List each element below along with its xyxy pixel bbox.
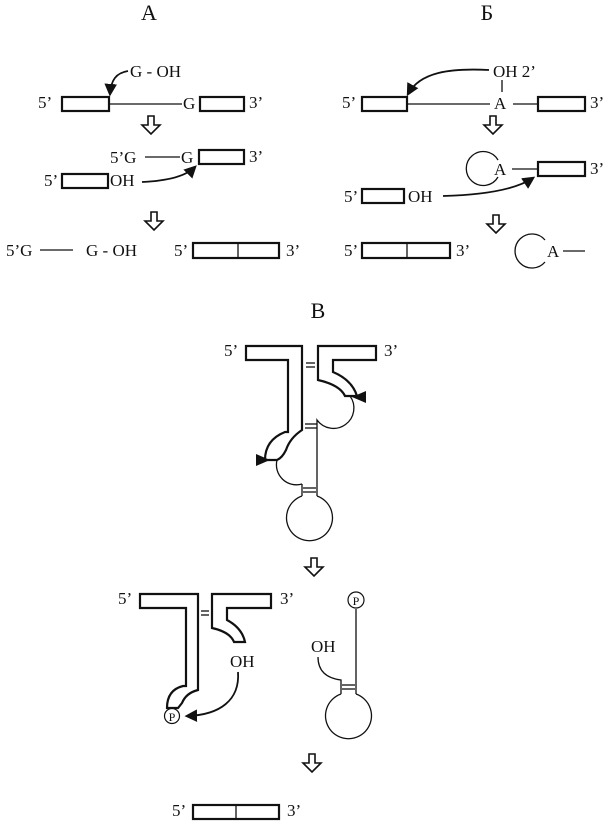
exon-1 [60, 172, 110, 190]
exon-2 [536, 95, 587, 113]
right-exon-strand [210, 592, 273, 644]
panel-b: Б 5’ A 3’ OH 2’ A 3’ 5’ OH [342, 0, 604, 269]
down-arrow-icon [482, 115, 504, 136]
intermediate-g-label: G [181, 148, 193, 167]
ligation-arrow [141, 165, 197, 183]
down-arrow-icon [485, 214, 507, 235]
three-prime-label: 3’ [249, 147, 263, 166]
exon-2 [536, 160, 587, 178]
down-arrow-icon [303, 557, 325, 578]
intron-bulge-upper [316, 395, 355, 440]
phosphate-icon [347, 591, 365, 609]
left-exon-strand [244, 344, 304, 462]
ligated-exons [360, 241, 452, 260]
phosphate-icon [163, 707, 181, 725]
three-prime-label: 3’ [287, 801, 301, 820]
three-prime-label: 3’ [590, 159, 604, 178]
intron-oh-label: OH [311, 637, 336, 656]
attack-arrow [104, 70, 129, 97]
lariat-loop [465, 150, 499, 187]
splice-site-marker-icon [352, 391, 366, 403]
three-prime-label: 3’ [280, 589, 294, 608]
down-arrow-icon [140, 115, 162, 136]
terminal-loop [285, 495, 334, 542]
lariat-a-label: A [547, 242, 560, 261]
intron-5g-label: 5’G [6, 241, 32, 260]
oh-label: OH [110, 171, 135, 190]
exon-1 [60, 95, 111, 113]
intron-g-oh-label: G - OH [86, 241, 137, 260]
ligation-arrow [442, 176, 536, 197]
intron-oh-strand [317, 656, 342, 694]
panel-a-step1: 5’ G 3’ G - OH [38, 62, 263, 113]
panel-a-step3: 5’G G - OH 5’ 3’ [6, 241, 300, 260]
exon-1 [360, 95, 409, 113]
panel-b-step1: 5’ A 3’ OH 2’ [342, 62, 604, 113]
three-prime-label: 3’ [384, 341, 398, 360]
panel-b-step2: A 3’ 5’ OH [344, 150, 604, 206]
oh-label: OH [408, 187, 433, 206]
five-prime-label: 5’ [174, 241, 188, 260]
five-prime-label: 5’ [344, 241, 358, 260]
five-prime-label: 5’ [224, 341, 238, 360]
panel-c-title: В [311, 298, 326, 323]
attack-arrow [406, 68, 490, 97]
panel-b-step3: 5’ 3’ A [344, 233, 585, 269]
panel-b-title: Б [481, 0, 494, 25]
g-base-label: G [183, 94, 195, 113]
ligated-exons [191, 241, 281, 260]
exon-2 [198, 95, 246, 113]
down-arrow-icon [301, 753, 323, 774]
three-prime-label: 3’ [456, 241, 470, 260]
three-prime-label: 3’ [249, 93, 263, 112]
intermediate-5g-label: 5’G [110, 148, 136, 167]
right-exon-strand [316, 344, 378, 398]
panel-a: А 5’ G 3’ G - OH 5’G G 3’ 5’ OH [6, 0, 300, 260]
panel-c-step1: 5’ 3’ [224, 341, 398, 542]
panel-a-step2: 5’G G 3’ 5’ OH [44, 147, 263, 190]
intron-bulge-lower [275, 459, 303, 486]
branch-a-label: A [494, 94, 507, 113]
oh-label: OH [230, 652, 255, 671]
phosphate-label: P [169, 710, 176, 724]
five-prime-label: 5’ [172, 801, 186, 820]
g-oh-nucleophile: G - OH [130, 62, 181, 81]
excised-lariat-loop [514, 233, 546, 269]
exon-2 [197, 148, 246, 166]
panel-c-step3: 5’ 3’ [172, 801, 301, 821]
five-prime-label: 5’ [342, 93, 356, 112]
left-exon-strand [138, 592, 200, 710]
oh-2prime-nucleophile: OH 2’ [493, 62, 536, 81]
five-prime-label: 5’ [38, 93, 52, 112]
five-prime-label: 5’ [344, 187, 358, 206]
down-arrow-icon [143, 211, 165, 232]
panel-c: В 5’ 3’ [118, 298, 398, 821]
exon-1 [360, 187, 406, 205]
intron-terminal-loop [324, 693, 373, 740]
splice-site-marker-icon [256, 454, 270, 466]
panel-a-title: А [141, 0, 157, 25]
five-prime-label: 5’ [44, 171, 58, 190]
five-prime-label: 5’ [118, 589, 132, 608]
phosphate-label: P [353, 594, 360, 608]
ligation-arrow [184, 671, 239, 722]
lariat-a-label: A [494, 160, 507, 179]
three-prime-label: 3’ [286, 241, 300, 260]
three-prime-label: 3’ [590, 93, 604, 112]
panel-c-step2: 5’ 3’ OH P P OH [118, 589, 373, 740]
